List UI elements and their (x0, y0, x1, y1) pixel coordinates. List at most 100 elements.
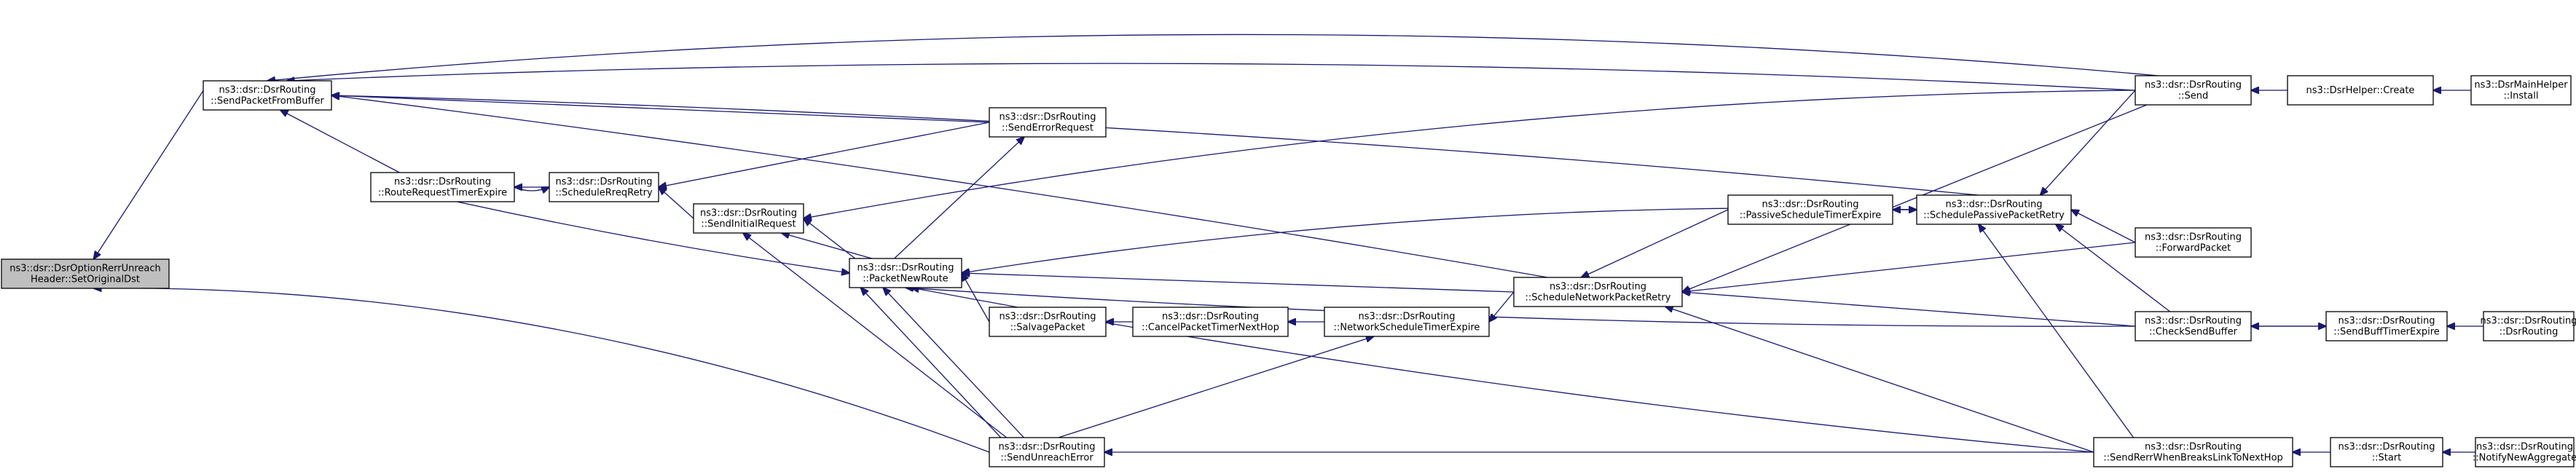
node-label-fwd-0: ns3::dsr::DsrRouting (2145, 232, 2242, 243)
node-label-ser-0: ns3::dsr::DsrRouting (1000, 112, 1096, 123)
node-label-pnr-0: ns3::dsr::DsrRouting (857, 263, 954, 274)
node-spfb[interactable]: ns3::dsr::DsrRouting::SendPacketFromBuff… (203, 80, 332, 111)
node-sir[interactable]: ns3::dsr::DsrRouting::SendInitialRequest (693, 203, 804, 234)
node-box-nna (2475, 437, 2575, 467)
node-ctor[interactable]: ns3::dsr::DsrRouting::DsrRouting (2481, 311, 2576, 341)
call-edge (94, 80, 211, 259)
node-box-srr (549, 172, 659, 202)
node-box-snpr (1513, 277, 1683, 307)
call-edge (1979, 224, 2135, 438)
node-box-spfb (203, 80, 332, 111)
node-hcreate[interactable]: ns3::DsrHelper::Create (2287, 75, 2434, 106)
node-srwbl[interactable]: ns3::dsr::DsrRouting::SendRerrWhenBreaks… (2093, 437, 2293, 467)
call-edge (267, 33, 2159, 81)
node-fwd[interactable]: ns3::dsr::DsrRouting::ForwardPacket (2135, 227, 2252, 258)
node-label-srwbl-1: ::SendRerrWhenBreaksLinkToNextHop (2103, 453, 2283, 464)
call-edge (962, 273, 990, 323)
node-label-nste-0: ns3::dsr::DsrRouting (1359, 312, 1456, 323)
call-edge (331, 95, 1979, 196)
node-pste[interactable]: ns3::dsr::DsrRouting::PassiveScheduleTim… (1727, 194, 1893, 225)
node-box-rrte (370, 172, 515, 202)
node-label-nna-1: ::NotifyNewAggregate (2473, 453, 2576, 464)
node-sppr[interactable]: ns3::dsr::DsrRouting::SchedulePassivePac… (1916, 194, 2072, 225)
call-edge (1682, 292, 2136, 327)
node-label-start-1: ::Start (2372, 453, 2402, 464)
call-edge (2041, 90, 2136, 195)
node-pnr[interactable]: ns3::dsr::DsrRouting::PacketNewRoute (849, 258, 962, 288)
node-label-sbte-1: ::SendBuffTimerExpire (2333, 327, 2440, 338)
node-label-nste-1: ::NetworkScheduleTimerExpire (1334, 323, 1480, 333)
call-edge (457, 201, 849, 273)
node-label-ser-1: ::SendErrorRequest (1002, 123, 1093, 134)
node-box-cptnh (1132, 307, 1289, 337)
node-label-csb-1: ::CheckSendBuffer (2149, 327, 2238, 338)
call-edge (331, 95, 990, 123)
node-cptnh[interactable]: ns3::dsr::DsrRouting::CancelPacketTimerN… (1132, 307, 1289, 337)
node-label-rrte-1: ::RouteRequestTimerExpire (378, 188, 507, 199)
node-label-sue-0: ns3::dsr::DsrRouting (999, 442, 1096, 453)
node-label-sbte-0: ns3::dsr::DsrRouting (2339, 316, 2435, 327)
call-edge (894, 137, 1024, 259)
call-edge (804, 90, 2136, 218)
node-label-srr-0: ns3::dsr::DsrRouting (556, 177, 653, 188)
node-box-fwd (2135, 227, 2252, 258)
node-send[interactable]: ns3::dsr::DsrRouting::Send (2135, 75, 2252, 106)
node-box-sppr (1916, 194, 2072, 225)
call-edge (1682, 242, 2136, 292)
node-label-start-0: ns3::dsr::DsrRouting (2339, 442, 2435, 453)
call-edge (1682, 104, 2148, 292)
node-label-salv-0: ns3::dsr::DsrRouting (1000, 312, 1096, 323)
node-salv[interactable]: ns3::dsr::DsrRouting::SalvagePacket (989, 307, 1107, 337)
node-label-root-0: ns3::dsr::DsrOptionRerrUnreach (9, 264, 161, 274)
node-label-install-1: ::Install (2504, 91, 2539, 102)
node-box-root (1, 258, 170, 289)
node-snpr[interactable]: ns3::dsr::DsrRouting::ScheduleNetworkPac… (1513, 277, 1683, 307)
node-sue[interactable]: ns3::dsr::DsrRouting::SendUnreachError (989, 437, 1105, 467)
node-ser[interactable]: ns3::dsr::DsrRouting::SendErrorRequest (989, 107, 1107, 138)
node-label-rrte-0: ns3::dsr::DsrRouting (394, 177, 491, 188)
node-label-send-0: ns3::dsr::DsrRouting (2145, 80, 2242, 91)
node-srr[interactable]: ns3::dsr::DsrRouting::ScheduleRreqRetry (549, 172, 659, 202)
call-edge (659, 122, 990, 187)
node-label-hcreate-0: ns3::DsrHelper::Create (2306, 85, 2415, 96)
node-csb[interactable]: ns3::dsr::DsrRouting::CheckSendBuffer (2135, 311, 2252, 341)
node-label-csb-0: ns3::dsr::DsrRouting (2145, 316, 2242, 327)
node-box-ser (989, 107, 1107, 138)
node-label-fwd-1: ::ForwardPacket (2156, 243, 2231, 254)
call-edge (1665, 307, 2094, 453)
node-rrte[interactable]: ns3::dsr::DsrRouting::RouteRequestTimerE… (370, 172, 515, 202)
call-edge (1581, 209, 1729, 277)
call-edge (1058, 336, 1374, 438)
node-nste[interactable]: ns3::dsr::DsrRouting::NetworkScheduleTim… (1324, 307, 1490, 337)
node-start[interactable]: ns3::dsr::DsrRouting::Start (2330, 437, 2443, 467)
call-edge (94, 288, 990, 453)
node-label-sir-0: ns3::dsr::DsrRouting (700, 208, 797, 219)
node-label-pste-1: ::PassiveScheduleTimerExpire (1740, 210, 1882, 221)
node-box-sbte (2325, 311, 2448, 341)
node-install[interactable]: ns3::DsrMainHelper::Install (2470, 75, 2572, 106)
node-label-sue-1: ::SendUnreachError (1000, 453, 1093, 464)
node-label-sppr-1: ::SchedulePassivePacketRetry (1923, 210, 2065, 221)
node-label-nna-0: ns3::dsr::DsrRouting (2476, 442, 2573, 453)
call-edge (860, 288, 1002, 438)
node-label-snpr-1: ::ScheduleNetworkPacketRetry (1525, 293, 1671, 304)
node-label-send-1: ::Send (2178, 91, 2209, 102)
node-root[interactable]: ns3::dsr::DsrOptionRerrUnreachHeader::Se… (1, 258, 170, 289)
call-edge (962, 273, 1515, 293)
call-edge (286, 63, 2136, 91)
node-box-hcreate (2287, 75, 2434, 106)
node-box-start (2330, 437, 2443, 467)
node-nna[interactable]: ns3::dsr::DsrRouting::NotifyNewAggregate (2473, 437, 2576, 467)
node-sbte[interactable]: ns3::dsr::DsrRouting::SendBuffTimerExpir… (2325, 311, 2448, 341)
node-box-sir (693, 203, 804, 234)
node-box-send (2135, 75, 2252, 106)
node-label-cptnh-1: ::CancelPacketTimerNextHop (1142, 323, 1279, 333)
node-label-ctor-1: ::DsrRouting (2500, 327, 2559, 338)
node-label-srwbl-0: ns3::dsr::DsrRouting (2145, 442, 2242, 453)
node-label-spfb-0: ns3::dsr::DsrRouting (219, 85, 316, 96)
node-label-snpr-0: ns3::dsr::DsrRouting (1550, 282, 1646, 293)
call-nodes: ns3::dsr::DsrOptionRerrUnreachHeader::Se… (1, 75, 2576, 467)
node-label-pste-0: ns3::dsr::DsrRouting (1762, 200, 1859, 210)
node-label-install-0: ns3::DsrMainHelper (2474, 80, 2568, 91)
